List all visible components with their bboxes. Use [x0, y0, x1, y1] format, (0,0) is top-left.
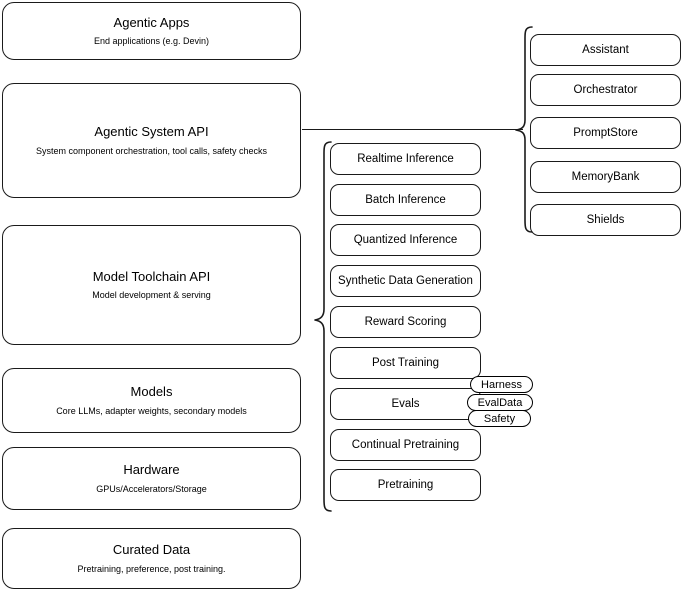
layer-models[interactable]: Models Core LLMs, adapter weights, secon… — [2, 368, 301, 433]
capability-evals[interactable]: Evals — [330, 388, 481, 420]
system-component-shields[interactable]: Shields — [530, 204, 681, 236]
system-component-assistant[interactable]: Assistant — [530, 34, 681, 66]
capability-label: Post Training — [371, 356, 440, 369]
system-component-promptstore[interactable]: PromptStore — [530, 117, 681, 149]
capability-label: Synthetic Data Generation — [338, 274, 473, 287]
layer-curated-data[interactable]: Curated Data Pretraining, preference, po… — [2, 528, 301, 589]
capability-label: Batch Inference — [365, 193, 446, 206]
capability-quantized-inference[interactable]: Quantized Inference — [330, 224, 481, 256]
brace-toolchain-capabilities — [310, 141, 332, 513]
brace-system-components — [511, 26, 533, 234]
layer-title: Model Toolchain API — [92, 268, 211, 284]
capability-label: Realtime Inference — [357, 152, 454, 165]
layer-subtitle: System component orchestration, tool cal… — [35, 145, 268, 156]
eval-pill-harness[interactable]: Harness — [470, 376, 533, 393]
system-component-label: MemoryBank — [571, 170, 640, 183]
capability-label: Quantized Inference — [353, 233, 458, 246]
layer-subtitle: End applications (e.g. Devin) — [93, 36, 210, 46]
capability-reward-scoring[interactable]: Reward Scoring — [330, 306, 481, 338]
eval-pill-evaldata[interactable]: EvalData — [467, 394, 533, 411]
capability-realtime-inference[interactable]: Realtime Inference — [330, 143, 481, 175]
eval-pill-safety[interactable]: Safety — [468, 410, 531, 427]
layer-model-toolchain-api[interactable]: Model Toolchain API Model development & … — [2, 225, 301, 345]
capability-label: Continual Pretraining — [351, 438, 460, 451]
capability-label: Evals — [391, 397, 420, 410]
layer-agentic-system-api[interactable]: Agentic System API System component orch… — [2, 83, 301, 198]
layer-title: Agentic System API — [94, 124, 209, 140]
capability-label: Pretraining — [377, 478, 434, 491]
layer-title: Agentic Apps — [113, 14, 190, 30]
system-component-label: Assistant — [582, 43, 629, 56]
capability-label: Reward Scoring — [364, 315, 447, 328]
eval-pill-label: EvalData — [477, 396, 523, 409]
layer-subtitle: GPUs/Accelerators/Storage — [96, 483, 207, 494]
connector-system-api-to-components — [302, 129, 523, 130]
layer-subtitle: Pretraining, preference, post training. — [77, 563, 226, 574]
system-component-memorybank[interactable]: MemoryBank — [530, 161, 681, 193]
system-component-label: PromptStore — [573, 126, 638, 139]
layer-agentic-apps[interactable]: Agentic Apps End applications (e.g. Devi… — [2, 2, 301, 60]
capability-batch-inference[interactable]: Batch Inference — [330, 184, 481, 216]
capability-post-training[interactable]: Post Training — [330, 347, 481, 379]
eval-pill-label: Safety — [483, 412, 516, 425]
system-component-orchestrator[interactable]: Orchestrator — [530, 74, 681, 106]
system-component-label: Orchestrator — [573, 83, 638, 96]
layer-hardware[interactable]: Hardware GPUs/Accelerators/Storage — [2, 447, 301, 510]
layer-subtitle: Model development & serving — [92, 290, 211, 300]
layer-title: Curated Data — [112, 542, 191, 558]
layer-subtitle: Core LLMs, adapter weights, secondary mo… — [56, 405, 247, 416]
capability-continual-pretraining[interactable]: Continual Pretraining — [330, 429, 481, 461]
capability-pretraining[interactable]: Pretraining — [330, 469, 481, 501]
layer-title: Hardware — [123, 462, 180, 478]
eval-pill-label: Harness — [481, 378, 522, 391]
capability-synthetic-data-generation[interactable]: Synthetic Data Generation — [330, 265, 481, 297]
layer-title: Models — [130, 384, 173, 400]
system-component-label: Shields — [586, 213, 625, 226]
